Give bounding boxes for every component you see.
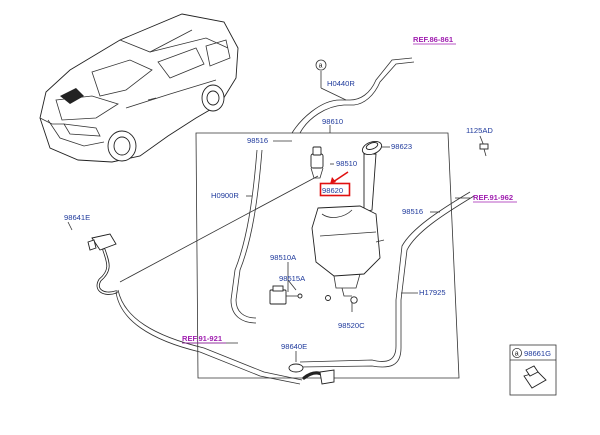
washer-nozzle-left xyxy=(67,221,303,385)
ref-91-921[interactable]: REF.91-921 xyxy=(182,334,223,343)
assembly-frame xyxy=(195,132,460,379)
callout-a-detail[interactable]: a xyxy=(512,347,523,358)
label-h17925[interactable]: H17925 xyxy=(419,288,446,297)
label-98623[interactable]: 98623 xyxy=(391,142,412,151)
washer-nozzle-right xyxy=(288,363,335,385)
label-98640e[interactable]: 98640E xyxy=(281,342,307,351)
label-98661g[interactable]: 98661G xyxy=(524,349,551,358)
label-98641e[interactable]: 98641E xyxy=(64,213,90,222)
vehicle-illustration xyxy=(39,13,239,163)
svg-text:a: a xyxy=(515,351,519,358)
ref-91-962[interactable]: REF.91-962 xyxy=(473,193,513,202)
label-h0900r[interactable]: H0900R xyxy=(211,191,239,200)
label-98516-top[interactable]: 98516 xyxy=(247,136,268,145)
label-98510a[interactable]: 98510A xyxy=(270,253,297,262)
level-sensor-connector xyxy=(269,285,303,305)
detail-box xyxy=(509,344,557,396)
label-98510[interactable]: 98510 xyxy=(336,159,357,168)
callout-a-top[interactable]: a xyxy=(315,59,327,71)
label-98516-right[interactable]: 98516 xyxy=(402,207,423,216)
washer-reservoir xyxy=(311,153,385,304)
leader-lines xyxy=(119,57,485,368)
label-98610[interactable]: 98610 xyxy=(322,117,343,126)
label-98520c[interactable]: 98520C xyxy=(338,321,365,330)
washer-pump xyxy=(310,146,324,179)
label-h0440r[interactable]: H0440R xyxy=(327,79,355,88)
filler-cap xyxy=(361,140,383,156)
highlight-98620[interactable] xyxy=(319,171,351,197)
label-98620[interactable]: 98620 xyxy=(322,186,343,195)
label-1125ad[interactable]: 1125AD xyxy=(466,126,493,135)
svg-text:a: a xyxy=(319,63,323,70)
ref-86-861[interactable]: REF.86-861 xyxy=(413,35,454,44)
label-98515a[interactable]: 98515A xyxy=(279,274,306,283)
bolt-1125ad xyxy=(479,143,489,157)
